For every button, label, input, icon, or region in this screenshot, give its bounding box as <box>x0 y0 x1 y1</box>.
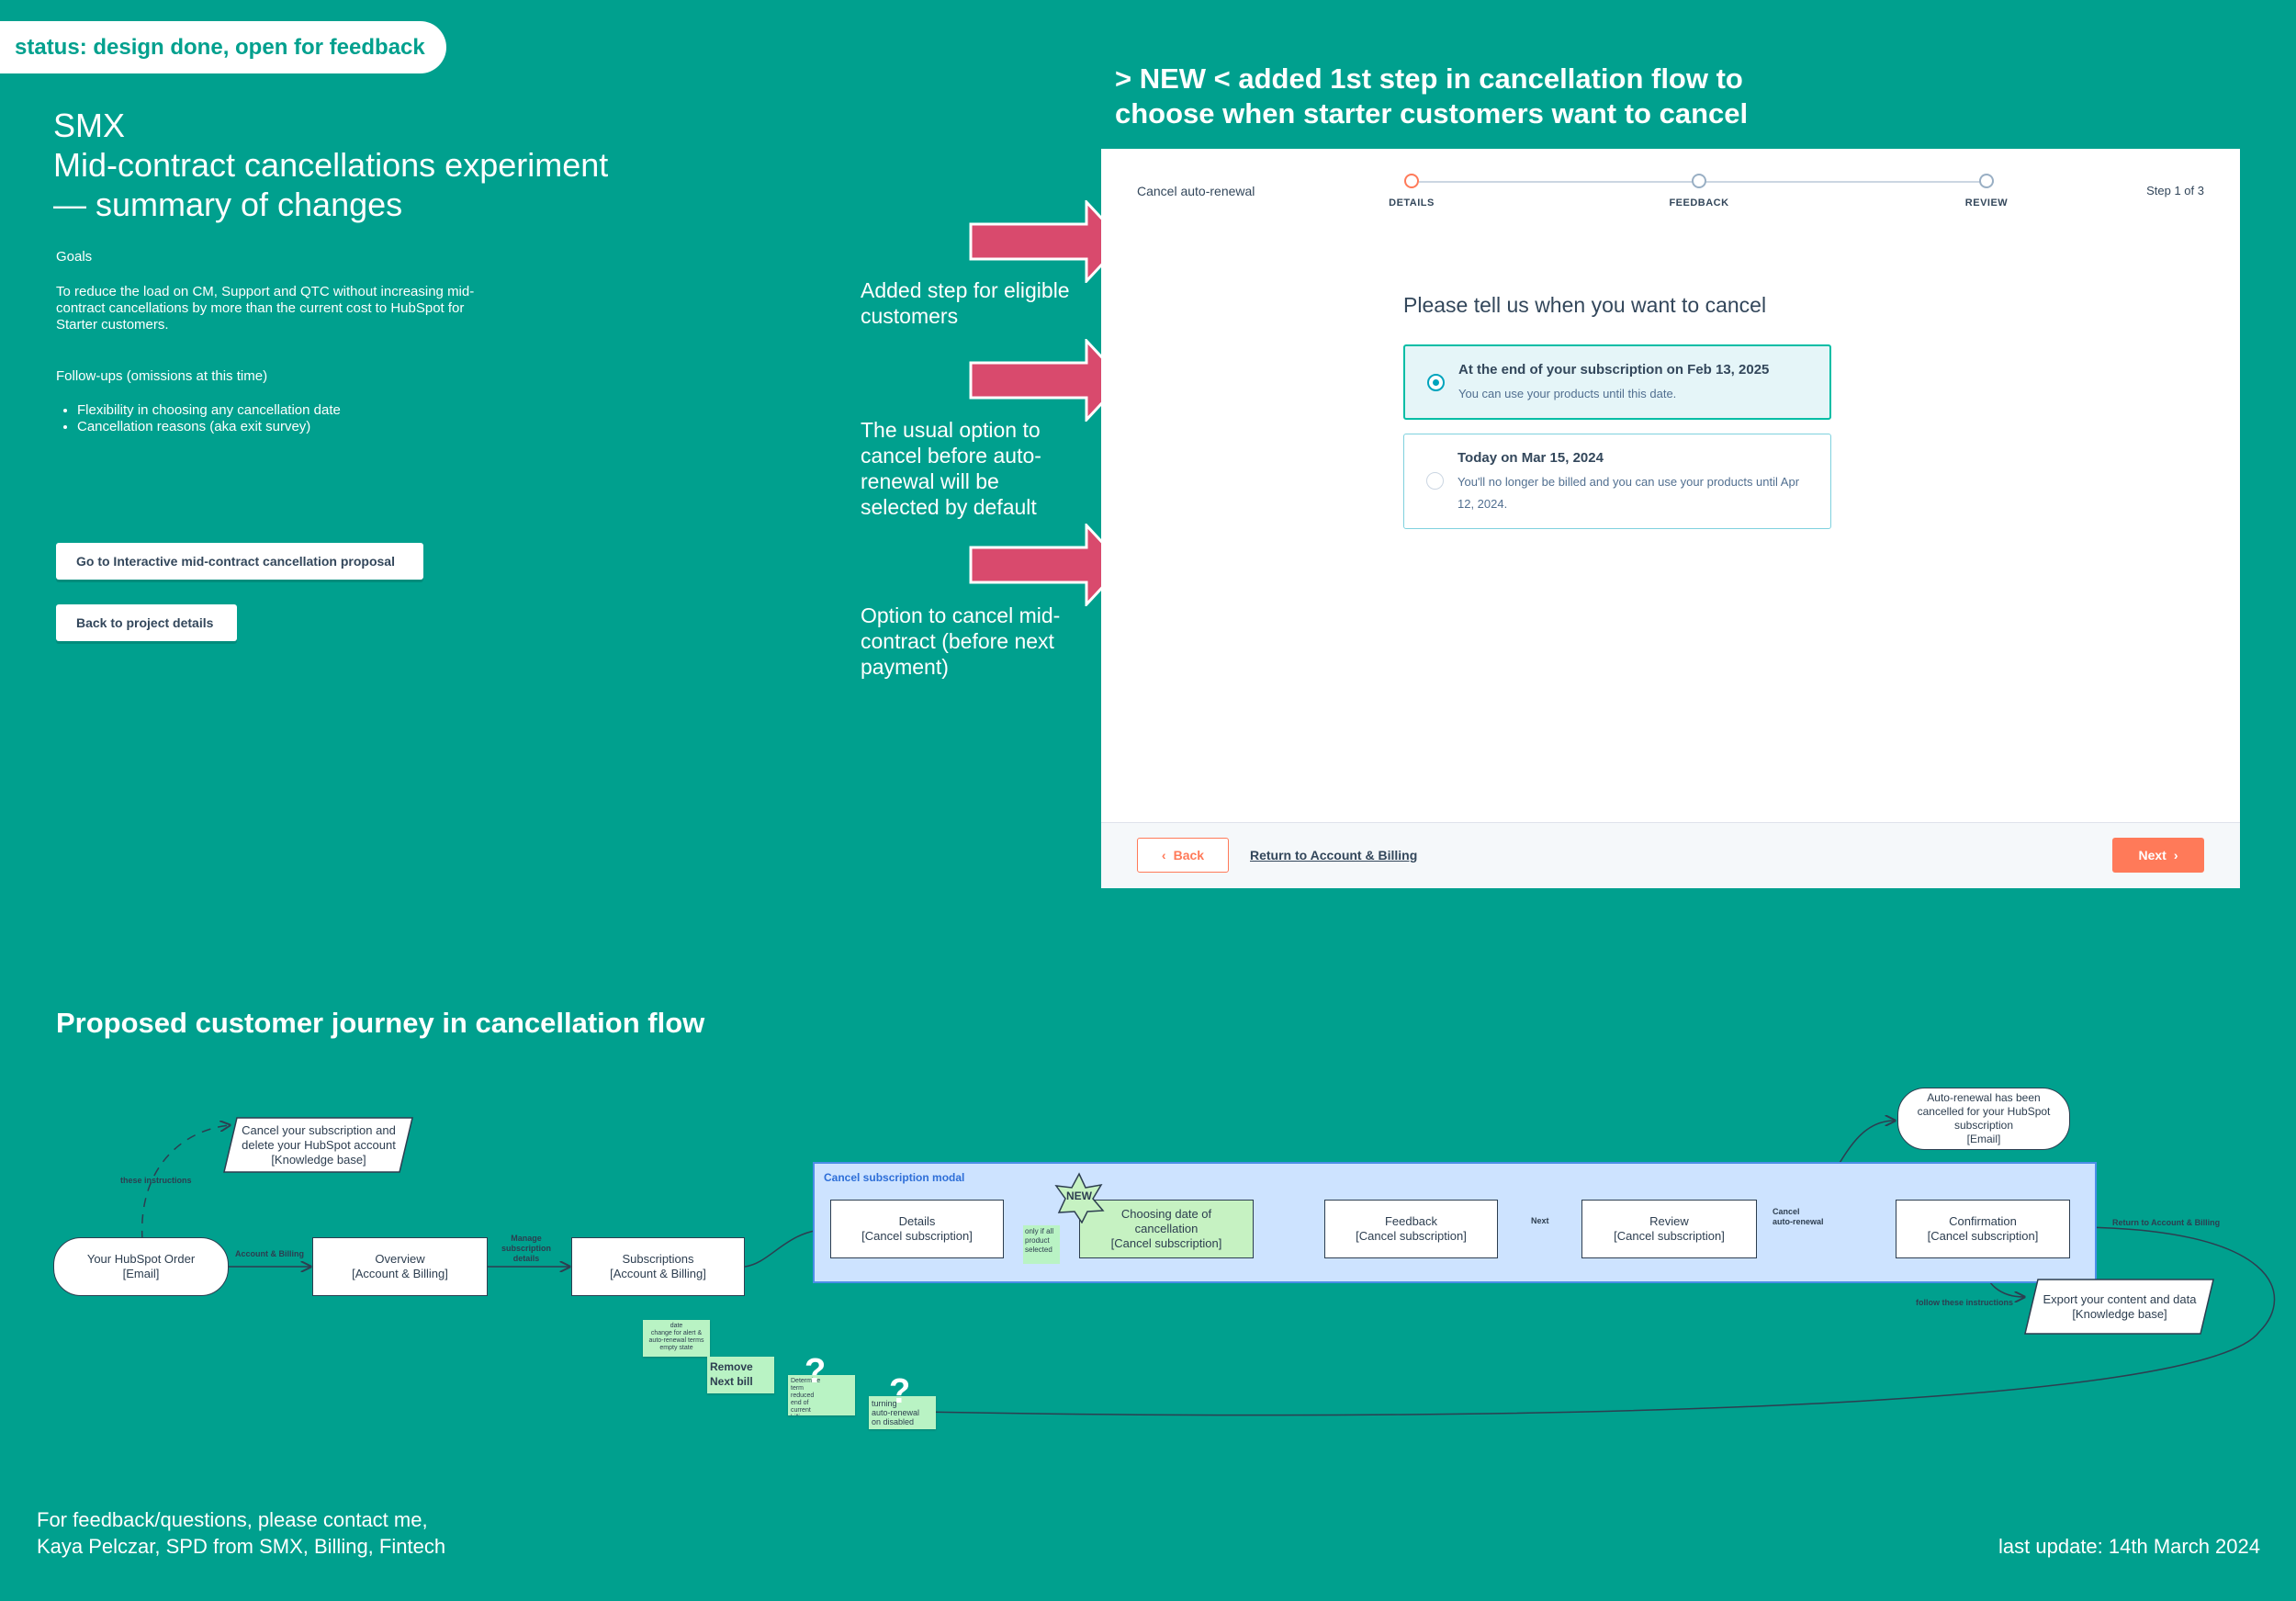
sticky-determine-term: Determine term reduced end of current bi… <box>788 1375 855 1415</box>
goals-text: To reduce the load on CM, Support and QT… <box>56 284 475 333</box>
step-counter: Step 1 of 3 <box>2146 184 2204 197</box>
next-label: Next <box>2138 848 2167 863</box>
node-hubspot-order: Your HubSpot Order [Email] <box>53 1237 229 1296</box>
question-mark-2: ? <box>889 1372 911 1411</box>
node-details: Details [Cancel subscription] <box>830 1200 1004 1258</box>
status-pill: status: design done, open for feedback <box>0 21 446 73</box>
callout-mid-contract: Option to cancel mid-contract (before ne… <box>861 603 1061 679</box>
node-kb-export: Export your content and data [Knowledge … <box>2043 1292 2197 1321</box>
option-end-of-subscription[interactable]: At the end of your subscription on Feb 1… <box>1403 344 1831 420</box>
edge-label-instructions: these instructions <box>120 1176 192 1185</box>
mockup-footer <box>1101 822 2240 888</box>
option-subtitle: You'll no longer be billed and you can u… <box>1458 475 1800 511</box>
node-subscriptions: Subscriptions [Account & Billing] <box>571 1237 745 1296</box>
journey-heading: Proposed customer journey in cancellatio… <box>56 1007 705 1039</box>
back-to-project-button[interactable]: Back to project details <box>56 604 237 641</box>
edge-label-cancel-auto: Cancel auto-renewal <box>1773 1207 1824 1226</box>
node-kb-export-shape <box>2024 1279 2214 1335</box>
back-label: Back <box>1173 848 1205 863</box>
edge-label-account-billing: Account & Billing <box>235 1249 304 1258</box>
footer-contact: For feedback/questions, please contact m… <box>37 1508 446 1558</box>
sticky-remove-next-bill: Remove Next bill <box>707 1357 774 1393</box>
new-star-badge <box>1054 1172 1105 1223</box>
chevron-right-icon: › <box>2173 848 2178 863</box>
edge-label-manage: Manage subscription details <box>501 1234 552 1263</box>
sticky-date-change: date change for alert & auto-renewal ter… <box>643 1320 710 1357</box>
return-link[interactable]: Return to Account & Billing <box>1250 848 1418 863</box>
step-label-review: REVIEW <box>1964 197 2009 209</box>
proposal-link-button[interactable]: Go to Interactive mid-contract cancellat… <box>56 543 423 580</box>
radio-unselected[interactable] <box>1426 472 1444 490</box>
step-label-details: DETAILS <box>1389 197 1435 209</box>
edge-label-return: Return to Account & Billing <box>2112 1218 2221 1227</box>
followup-item: Flexibility in choosing any cancellation… <box>77 402 341 419</box>
callout-added-step: Added step for eligible customers <box>861 278 1070 328</box>
next-button[interactable]: Next › <box>2112 838 2204 873</box>
step-label-feedback: FEEDBACK <box>1669 197 1729 209</box>
question-mark-1: ? <box>805 1352 827 1391</box>
callout-default-option: The usual option to cancel before auto-r… <box>861 418 1041 519</box>
chevron-left-icon: ‹ <box>1161 848 1166 863</box>
stepper-track <box>1419 181 1994 183</box>
option-today[interactable]: Today on Mar 15, 2024 You'll no longer b… <box>1403 434 1831 529</box>
followups-heading: Follow-ups (omissions at this time) <box>56 368 268 384</box>
step-dot-details <box>1404 174 1419 188</box>
node-review: Review [Cancel subscription] <box>1581 1200 1757 1258</box>
new-step-heading: > NEW < added 1st step in cancellation f… <box>1115 62 1749 130</box>
new-badge-label: NEW <box>1066 1189 1092 1202</box>
step-dot-review <box>1979 174 1994 188</box>
radio-selected[interactable] <box>1427 374 1445 391</box>
option-subtitle: You can use your products until this dat… <box>1458 387 1677 400</box>
node-kb-delete-shape <box>223 1117 413 1173</box>
goals-heading: Goals <box>56 249 93 265</box>
cancel-modal-mockup: Cancel auto-renewal DETAILS FEEDBACK REV… <box>1101 149 2240 888</box>
followups-list: Flexibility in choosing any cancellation… <box>56 402 341 435</box>
edge-label-only-if: only if all product selected <box>1023 1225 1060 1264</box>
node-kb-delete: Cancel your subscription and delete your… <box>242 1123 396 1167</box>
edge-label-follow: follow these instructions <box>1916 1298 2014 1307</box>
node-feedback: Feedback [Cancel subscription] <box>1324 1200 1498 1258</box>
mockup-header-label: Cancel auto-renewal <box>1137 184 1255 198</box>
back-button[interactable]: ‹ Back <box>1137 838 1229 873</box>
followup-item: Cancellation reasons (aka exit survey) <box>77 419 341 435</box>
step-dot-feedback <box>1692 174 1706 188</box>
sticky-turning-auto-renewal: turning auto-renewal on disabled <box>869 1396 936 1429</box>
node-email-cancelled: Auto-renewal has been cancelled for your… <box>1897 1088 2070 1150</box>
node-overview: Overview [Account & Billing] <box>312 1237 488 1296</box>
edge-label-next: Next <box>1531 1216 1549 1225</box>
node-confirmation: Confirmation [Cancel subscription] <box>1896 1200 2070 1258</box>
option-title: Today on Mar 15, 2024 <box>1458 450 1604 466</box>
modal-group-label: Cancel subscription modal <box>824 1171 965 1184</box>
cancel-question: Please tell us when you want to cancel <box>1403 293 1767 317</box>
footer-last-update: last update: 14th March 2024 <box>1998 1535 2260 1558</box>
option-title: At the end of your subscription on Feb 1… <box>1458 362 1770 378</box>
page-title: SMX Mid-contract cancellations experimen… <box>53 107 609 223</box>
node-choosing-date: Choosing date of cancellation [Cancel su… <box>1079 1200 1254 1258</box>
